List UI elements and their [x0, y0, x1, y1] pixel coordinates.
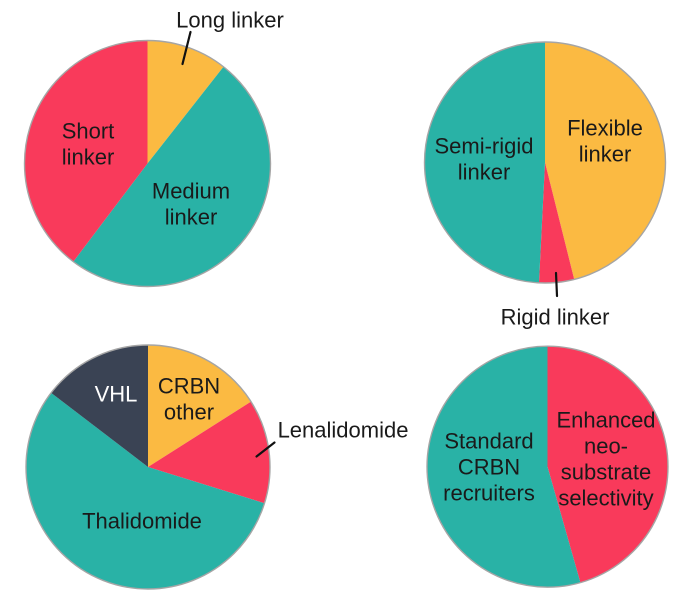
pie-e3-recruiters-slice-vhl	[51, 344, 148, 467]
pie-crbn-recruiter-selectivity-slice-standard-crbn-recruiters	[426, 346, 581, 588]
pie-e3-recruiters-outline	[25, 344, 271, 590]
pie-crbn-recruiter-selectivity-outline	[426, 345, 669, 588]
pie-e3-recruiters-slice-crbn-other	[148, 345, 252, 467]
pie-linker-rigidity-outline	[423, 41, 667, 284]
pie-linker-length-outline	[23, 39, 272, 288]
pie-linker-length-callout-long-linker	[181, 30, 192, 66]
pie-e3-recruiters-label-thalidomide: Thalidomide	[82, 509, 202, 534]
pie-e3-recruiters-label-vhl: VHL	[95, 382, 138, 407]
pie-crbn-recruiter-selectivity-slice-enhanced-neo-substrate-selectivity	[547, 346, 668, 583]
pie-linker-rigidity-label-rigid-linker: Rigid linker	[501, 305, 610, 330]
pie-linker-rigidity-slice-flexible-linker	[545, 42, 666, 280]
pie-e3-recruiters-label-lenalidomide: Lenalidomide	[278, 418, 409, 443]
pie-e3-recruiters-slice-lenalidomide	[148, 401, 270, 504]
pie-linker-length-slice-medium-linker	[73, 66, 271, 287]
pie-e3-recruiters-slice-thalidomide	[25, 392, 265, 589]
pie-linker-rigidity-slice-rigid-linker	[538, 162, 575, 284]
pie-linker-length-slice-long-linker	[147, 40, 224, 164]
pie-linker-rigidity-callout-rigid-linker	[554, 271, 559, 298]
pie-linker-rigidity-slice-semi-rigid-linker	[424, 41, 545, 283]
pie-linker-length-label-long-linker: Long linker	[176, 8, 284, 33]
pie-e3-recruiters-callout-lenalidomide	[255, 441, 276, 458]
pie-linker-length-slice-short-linker	[24, 40, 148, 262]
